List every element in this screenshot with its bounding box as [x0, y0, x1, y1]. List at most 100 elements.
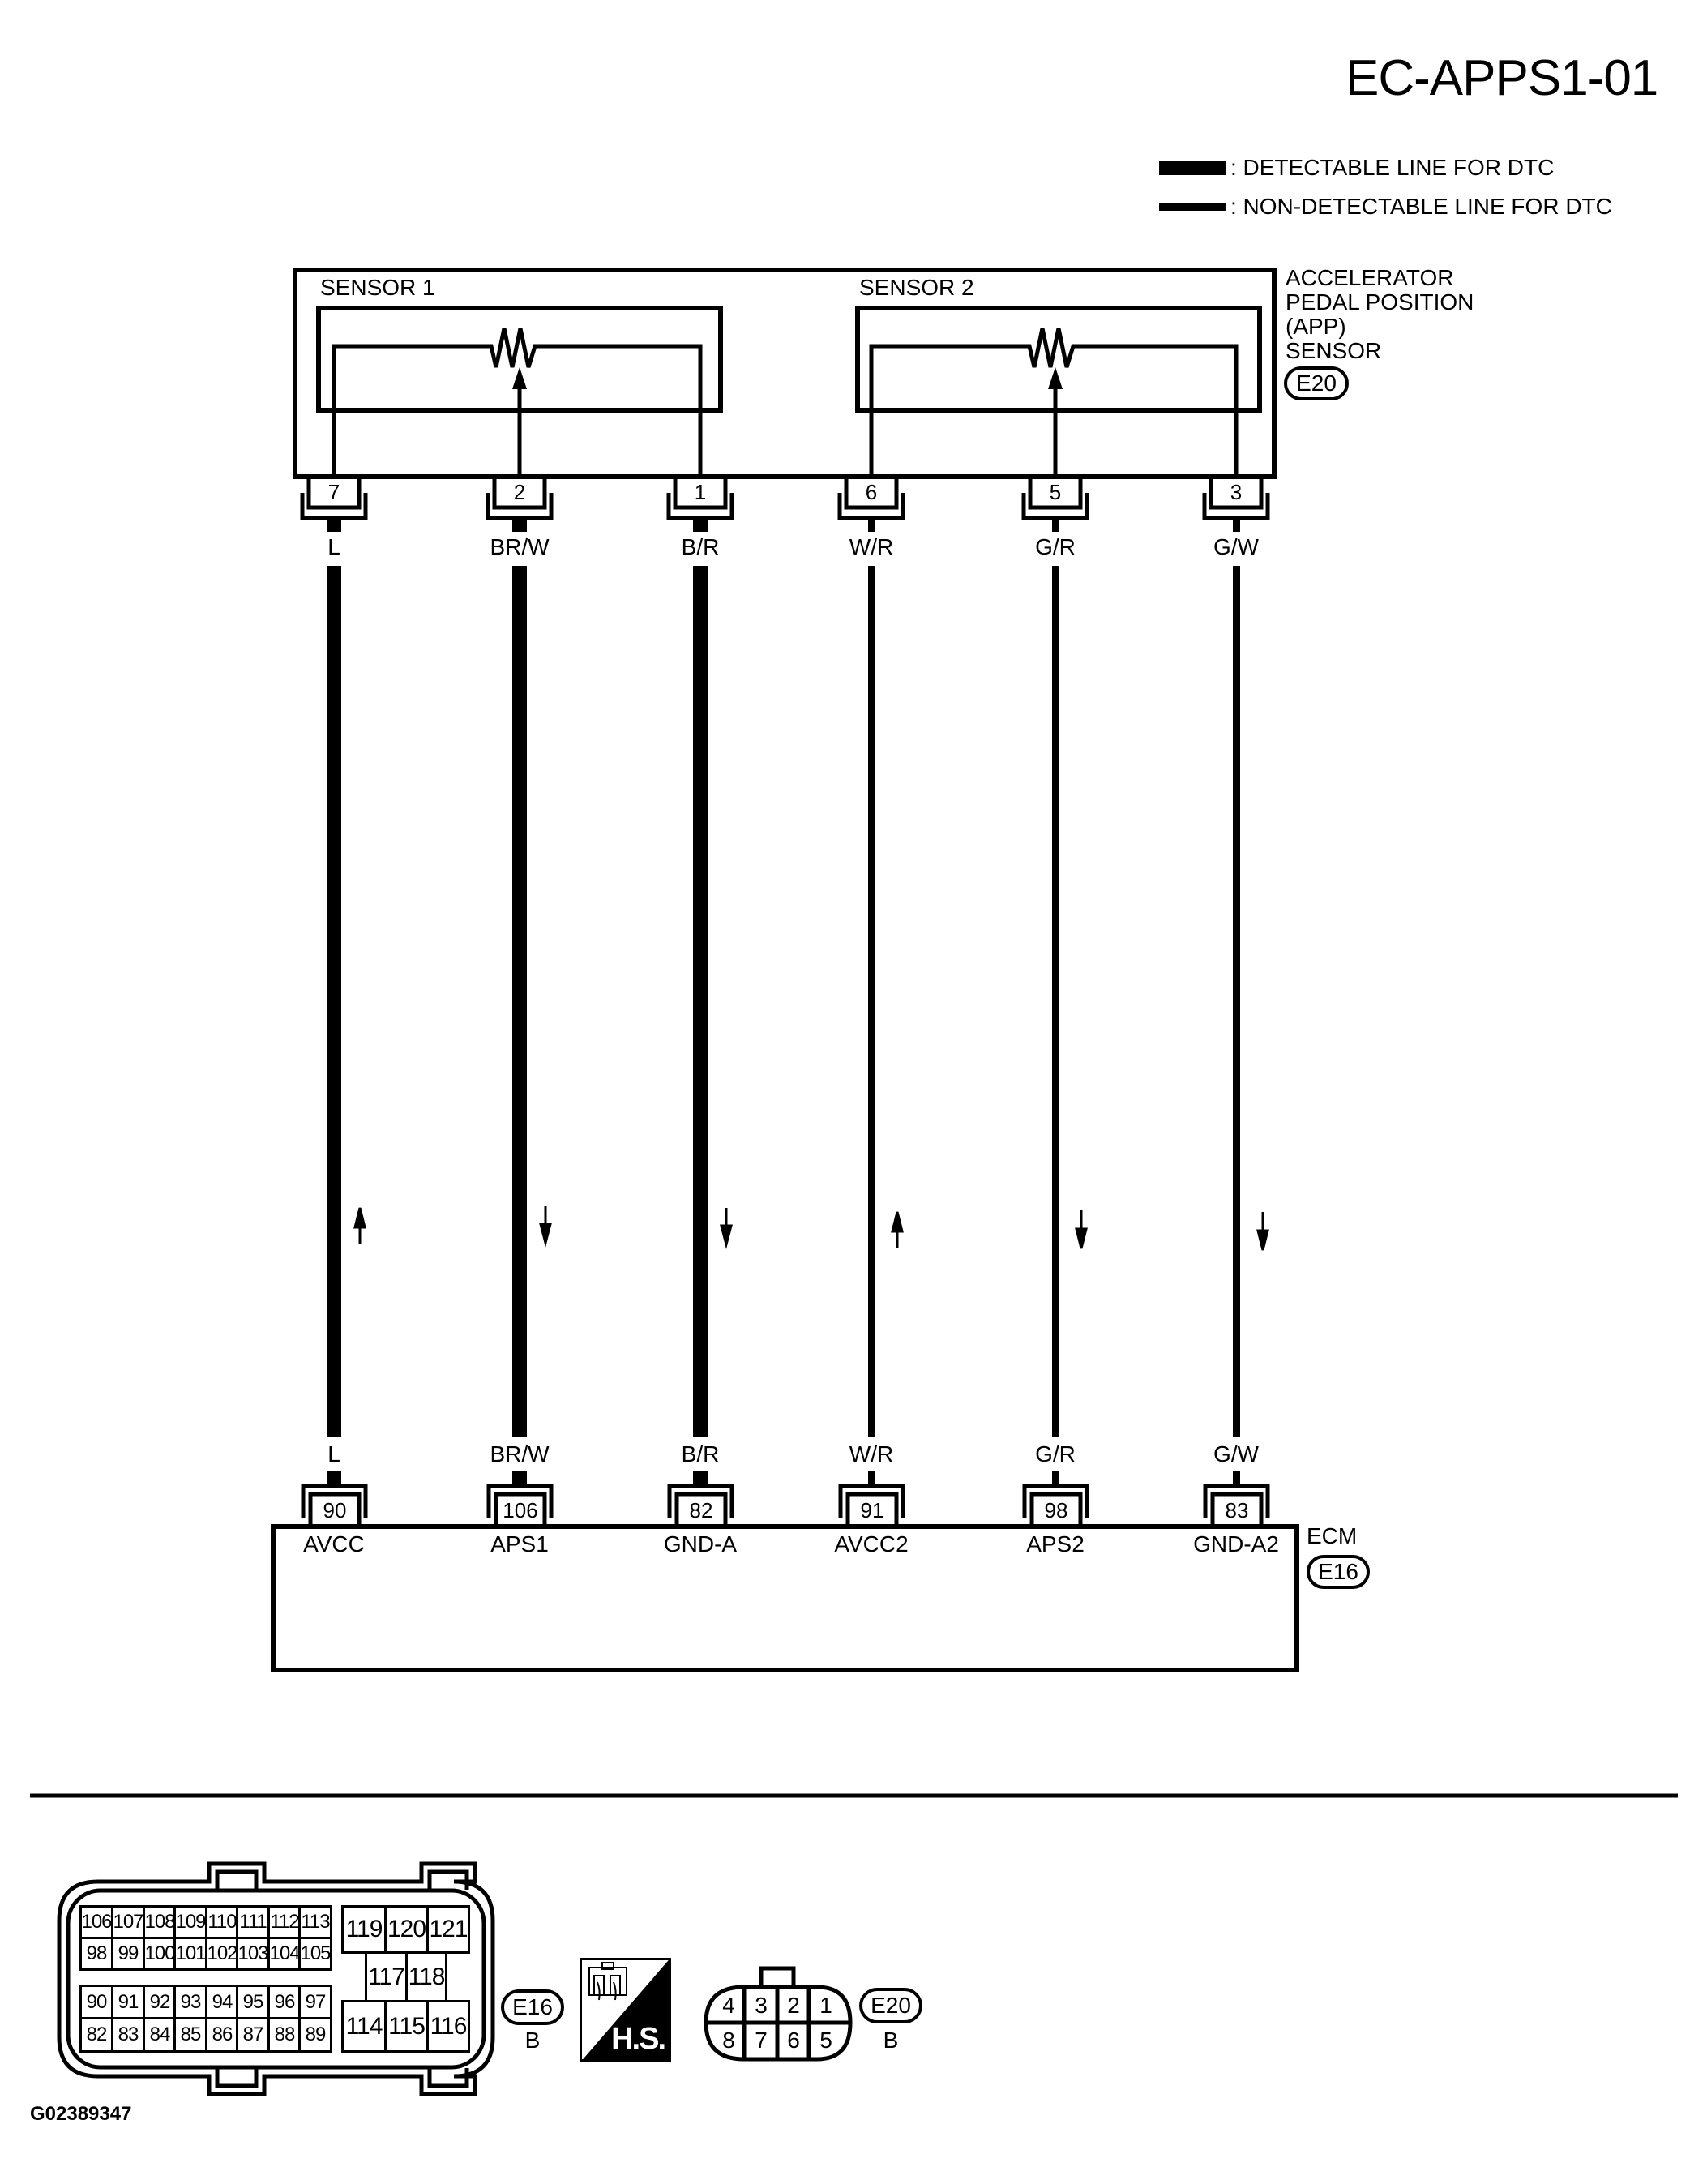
- wire-color-lower: B/R: [681, 1441, 720, 1467]
- legend-non-detectable-label: : NON-DETECTABLE LINE FOR DTC: [1230, 194, 1612, 219]
- e16-cavity: 96: [267, 1985, 302, 2019]
- wire-color-upper: BR/W: [490, 534, 550, 559]
- wire-color-upper: L: [327, 534, 340, 559]
- wire-color-lower: BR/W: [490, 1441, 550, 1467]
- ecm-pin-housings: [301, 1484, 1270, 1527]
- page-title: EC-APPS1-01: [1345, 50, 1658, 106]
- sensor-pin-1: 1: [694, 480, 707, 504]
- e16-cavity: 84: [143, 2017, 177, 2053]
- e20-cavity: 5: [819, 2028, 832, 2053]
- e16-cavity: 110: [205, 1905, 239, 1939]
- wire-color-upper: G/W: [1213, 534, 1259, 559]
- app-connector-badge: E20: [1284, 366, 1349, 400]
- e16-cavity: 116: [426, 2000, 470, 2053]
- ecm-terminal-name: AVCC2: [834, 1531, 909, 1557]
- ecm-pin-83: 83: [1225, 1498, 1249, 1522]
- e16-cavity: 85: [173, 2017, 207, 2053]
- ecm-outline: [271, 1524, 1299, 1672]
- app-sensor-name: ACCELERATOR PEDAL POSITION (APP) SENSOR: [1286, 266, 1474, 363]
- e20-cavity: 7: [755, 2028, 768, 2053]
- e16-connector-housing: [57, 1861, 495, 2096]
- e16-cavity: 103: [236, 1937, 270, 1971]
- e16-cavity: 108: [143, 1905, 177, 1939]
- e16-cavity: 100: [143, 1937, 177, 1971]
- e16-cavity: 97: [298, 1985, 332, 2019]
- signal-arrows: [353, 1206, 1269, 1251]
- ecm-pin-106: 106: [503, 1498, 538, 1522]
- e20-connector-housing: [704, 1966, 853, 2062]
- e20-cavity: 6: [787, 2028, 800, 2053]
- e16-cavity: 118: [405, 1951, 447, 2002]
- wire-runs: [327, 518, 1240, 1486]
- sensor-pin-2: 2: [513, 480, 526, 504]
- wire-color-lower: W/R: [849, 1441, 894, 1467]
- ecm-pin-90: 90: [323, 1498, 347, 1522]
- e20-cavity: 3: [755, 1993, 768, 2018]
- e16-cavity: 95: [236, 1985, 270, 2019]
- ecm-terminal-name: APS1: [490, 1531, 549, 1557]
- legend-detectable: : DETECTABLE LINE FOR DTC: [1159, 155, 1555, 180]
- thick-line-swatch: [1159, 161, 1226, 175]
- e16-cavity: 90: [79, 1985, 113, 2019]
- e20-view-badge: E20: [859, 1988, 922, 2023]
- ecm-pin-98: 98: [1044, 1498, 1068, 1522]
- sensor-pin-housings: [300, 477, 1270, 520]
- e16-cavity: 113: [298, 1905, 332, 1939]
- connector-glyph-icon: [588, 1962, 627, 2001]
- ecm-terminal-name: AVCC: [303, 1531, 365, 1557]
- e16-cavity: 121: [426, 1905, 470, 1954]
- e16-cavity: 114: [341, 2000, 387, 2053]
- e16-cavity: 83: [111, 2017, 145, 2053]
- ecm-connector-badge: E16: [1307, 1555, 1370, 1589]
- e16-cavity: 115: [384, 2000, 429, 2053]
- e16-cavity: 109: [173, 1905, 207, 1939]
- e20-cavity: 8: [722, 2028, 735, 2053]
- e16-housing-color: B: [524, 2028, 541, 2053]
- e16-cavity: 104: [267, 1937, 302, 1971]
- app-sensor-outline: [293, 268, 1277, 479]
- e16-cavity: 112: [267, 1905, 302, 1939]
- app-label-line: PEDAL POSITION: [1286, 289, 1474, 315]
- e16-view-badge: E16: [501, 1989, 564, 2025]
- e16-cavity: 107: [111, 1905, 145, 1939]
- e16-cavity: 102: [205, 1937, 239, 1971]
- e20-cavity: 4: [722, 1993, 735, 2018]
- sensor2-potentiometer: [869, 328, 1239, 477]
- app-label-line: (APP): [1286, 314, 1346, 339]
- e20-housing-color: B: [883, 2028, 899, 2053]
- harness-side-icon: H.S.: [580, 1958, 671, 2062]
- e16-cavity: 93: [173, 1985, 207, 2019]
- e16-cavity: 98: [79, 1937, 113, 1971]
- ecm-terminal-name: APS2: [1026, 1531, 1085, 1557]
- e16-cavity: 106: [79, 1905, 113, 1939]
- e16-cavity: 92: [143, 1985, 177, 2019]
- e16-cavity: 87: [236, 2017, 270, 2053]
- e16-cavity: 86: [205, 2017, 239, 2053]
- e16-cavity: 88: [267, 2017, 302, 2053]
- e16-cavity: 89: [298, 2017, 332, 2053]
- wire-color-lower: G/R: [1035, 1441, 1076, 1467]
- wire-color-lower: L: [327, 1441, 340, 1467]
- e16-cavity: 105: [298, 1937, 332, 1971]
- sensor-pin-3: 3: [1230, 480, 1243, 504]
- e16-cavity: 82: [79, 2017, 113, 2053]
- e16-cavity: 91: [111, 1985, 145, 2019]
- legend-detectable-label: : DETECTABLE LINE FOR DTC: [1230, 155, 1555, 180]
- e20-cavity: 1: [819, 1993, 832, 2018]
- sensor1-label: SENSOR 1: [320, 275, 435, 300]
- ecm-pin-91: 91: [860, 1498, 884, 1522]
- ecm-label: ECM: [1307, 1523, 1358, 1548]
- wire-color-upper: G/R: [1035, 534, 1076, 559]
- sensor-pin-7: 7: [327, 480, 340, 504]
- e16-cavity: 94: [205, 1985, 239, 2019]
- ecm-pin-82: 82: [689, 1498, 713, 1522]
- legend-non-detectable: : NON-DETECTABLE LINE FOR DTC: [1159, 194, 1612, 219]
- app-label-line: ACCELERATOR: [1286, 265, 1454, 290]
- e16-cavity: 99: [111, 1937, 145, 1971]
- wire-color-upper: B/R: [681, 534, 720, 559]
- e20-cavity: 2: [787, 1993, 800, 2018]
- e16-cavity: 111: [236, 1905, 270, 1939]
- e16-cavity: 120: [384, 1905, 429, 1954]
- sensor-pin-5: 5: [1049, 480, 1062, 504]
